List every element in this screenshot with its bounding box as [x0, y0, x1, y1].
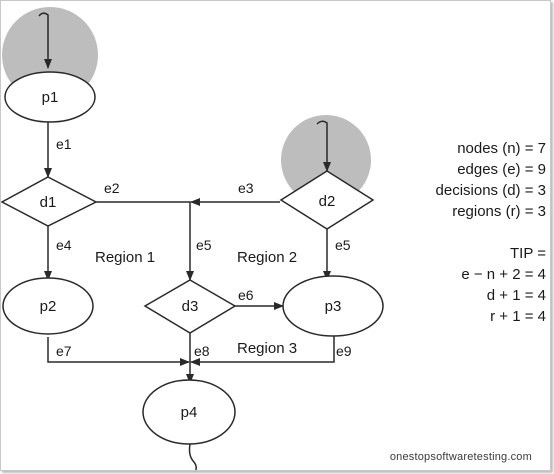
node-p2-label: p2 — [40, 298, 57, 315]
stat-edges: edges (e) = 9 — [457, 161, 546, 178]
edge-label-e3: e3 — [238, 180, 254, 196]
node-d3-shape — [143, 279, 237, 334]
node-p4-shape — [142, 379, 236, 445]
exit-arrow — [188, 443, 198, 473]
edge-e7 — [47, 337, 190, 366]
node-p1-shape — [4, 71, 96, 123]
tip-formula-regions: r + 1 = 4 — [490, 308, 546, 325]
node-p1-label: p1 — [42, 89, 59, 106]
edge-e2 — [96, 201, 194, 281]
edge-label-e5-middle: e5 — [196, 237, 212, 253]
stat-decisions: decisions (d) = 3 — [435, 182, 546, 199]
node-d2-shape — [279, 170, 375, 230]
tip-title: TIP = — [510, 245, 546, 262]
edge-label-e6: e6 — [238, 287, 254, 303]
d2-entry-arrow — [316, 120, 331, 172]
edge-label-e4: e4 — [56, 237, 72, 253]
region-2-label: Region 2 — [237, 249, 297, 266]
edge-label-e8: e8 — [194, 343, 210, 359]
node-d1-label: d1 — [40, 194, 57, 211]
node-p2-shape — [2, 277, 94, 335]
tip-formula-decisions: d + 1 = 4 — [486, 287, 546, 304]
tip-formula-edges-nodes: e − n + 2 = 4 — [461, 266, 546, 283]
edge-label-e7: e7 — [56, 343, 72, 359]
edge-label-e2: e2 — [104, 180, 120, 196]
region-3-label: Region 3 — [237, 340, 297, 357]
node-p3-label: p3 — [325, 298, 342, 315]
region-1-label: Region 1 — [95, 249, 155, 266]
edge-label-e9: e9 — [336, 343, 352, 359]
watermark-text: onestopsoftwaretesting.com — [389, 451, 532, 463]
node-p3-shape — [282, 275, 384, 337]
edge-label-e1: e1 — [56, 136, 72, 152]
entry-arrow — [38, 12, 52, 69]
node-d1-shape — [0, 176, 98, 227]
edge-e9 — [190, 336, 335, 366]
node-d3-label: d3 — [182, 298, 199, 315]
node-p4-label: p4 — [181, 404, 198, 421]
complexity-stats: nodes (n) = 7 edges (e) = 9 decisions (d… — [356, 138, 546, 327]
node-d2-label: d2 — [319, 193, 336, 210]
stat-regions: regions (r) = 3 — [452, 203, 546, 220]
d2-highlight-circle — [281, 115, 371, 205]
edge-label-e5-right: e5 — [335, 237, 351, 253]
stat-nodes: nodes (n) = 7 — [457, 140, 546, 157]
